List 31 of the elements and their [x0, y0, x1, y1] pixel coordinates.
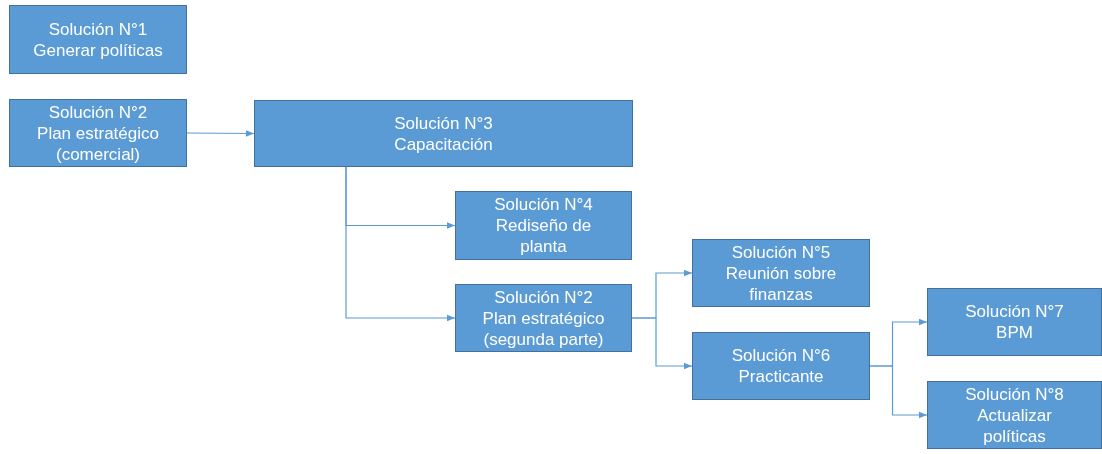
box-title: Solución N°4 — [494, 194, 593, 215]
box-text: Generar políticas — [33, 39, 163, 61]
process-box — [9, 5, 187, 74]
box-text: Plan estratégico (comercial) — [36, 122, 160, 165]
box-text: Plan estratégico (segunda parte) — [481, 307, 606, 350]
process-box — [927, 381, 1102, 449]
process-box — [692, 332, 870, 400]
box-title: Solución N°7 — [965, 301, 1064, 322]
box-text: Actualizar políticas — [976, 404, 1053, 447]
process-box — [455, 191, 632, 260]
arrow — [186, 130, 255, 137]
box-title: Solución N°2 — [494, 286, 593, 308]
box-title: Solución N°5 — [731, 241, 831, 263]
box-title: Solución N°2 — [48, 101, 148, 123]
arrow — [631, 317, 693, 370]
box-text: BPM — [996, 322, 1033, 343]
process-box — [927, 288, 1102, 356]
box-title: Solución N°1 — [48, 18, 148, 40]
process-box — [9, 99, 187, 167]
box-title: Solución N°8 — [965, 383, 1064, 405]
arrow — [345, 166, 456, 322]
process-box — [692, 239, 870, 307]
process-box — [254, 100, 633, 167]
arrow — [869, 365, 928, 419]
box-text: Reunión sobre finanzas — [724, 262, 838, 305]
box-title: Solución N°6 — [731, 345, 831, 366]
box-text: Practicante — [738, 366, 824, 387]
box-text: Rediseño de planta — [494, 215, 593, 257]
box-title: Solución N°3 — [394, 112, 493, 134]
process-box — [455, 284, 632, 352]
box-text: Capacitación — [394, 133, 493, 155]
